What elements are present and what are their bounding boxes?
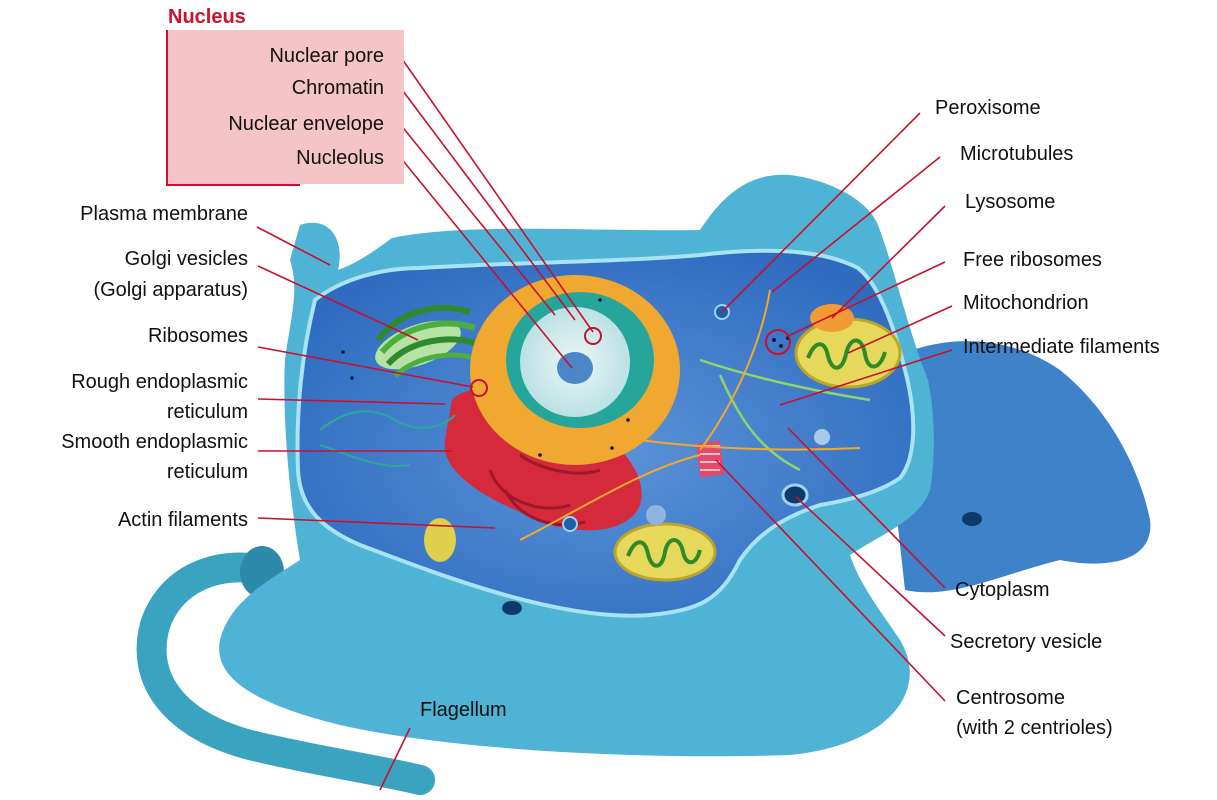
label-golgi-vesicles: Golgi vesicles (0, 247, 248, 271)
label-chromatin: Chromatin (170, 76, 384, 100)
vesicle-exocytosis (783, 485, 807, 505)
label-flagellum: Flagellum (420, 698, 507, 722)
nucleus-title: Nucleus (168, 6, 246, 29)
flap-vesicle (962, 512, 982, 526)
cell-body-vesicle (502, 601, 522, 615)
label-nuclear-envelope: Nuclear envelope (170, 112, 384, 136)
label-peroxisome: Peroxisome (935, 96, 1041, 120)
pale-vesicle-1 (814, 429, 830, 445)
mitochondrion-lower (615, 524, 715, 580)
label-smooth-er-2: reticulum (0, 460, 248, 484)
secretory-vesicle (563, 517, 577, 531)
label-ribosomes: Ribosomes (0, 324, 248, 348)
label-smooth-er-1: Smooth endoplasmic (0, 430, 248, 454)
label-intermediate-filaments: Intermediate filaments (963, 335, 1160, 359)
nucleus-panel-edge (166, 30, 168, 184)
pale-vesicle-2 (646, 505, 666, 525)
label-free-ribosomes: Free ribosomes (963, 248, 1102, 272)
label-rough-er-2: reticulum (0, 400, 248, 424)
nucleus-panel-bottom (166, 184, 300, 186)
label-cytoplasm: Cytoplasm (955, 578, 1049, 602)
label-plasma-membrane: Plasma membrane (0, 202, 248, 226)
label-mitochondrion: Mitochondrion (963, 291, 1089, 315)
label-nucleolus: Nucleolus (170, 146, 384, 170)
label-actin-filaments: Actin filaments (0, 508, 248, 532)
label-centrosome: Centrosome (956, 686, 1065, 710)
label-microtubules: Microtubules (960, 142, 1073, 166)
label-secretory-vesicle: Secretory vesicle (950, 630, 1102, 654)
label-with-2-centrioles: (with 2 centrioles) (956, 716, 1113, 740)
label-nuclear-pore: Nuclear pore (170, 44, 384, 68)
label-lysosome: Lysosome (965, 190, 1055, 214)
label-rough-er-1: Rough endoplasmic (0, 370, 248, 394)
label-golgi-apparatus: (Golgi apparatus) (0, 278, 248, 302)
